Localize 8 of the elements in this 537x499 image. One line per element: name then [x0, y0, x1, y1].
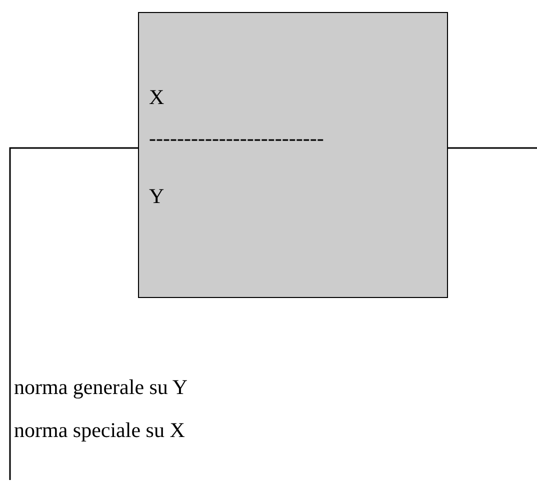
node-text: norma generale su Y: [14, 375, 189, 400]
node-text: X: [149, 85, 166, 110]
node-text: -------------------------: [149, 126, 325, 152]
connector-line: [448, 147, 537, 149]
node-text: Y: [149, 184, 166, 209]
process-box: [138, 12, 448, 298]
node-text: norma speciale su X: [14, 418, 186, 444]
connector-line: [9, 147, 138, 480]
